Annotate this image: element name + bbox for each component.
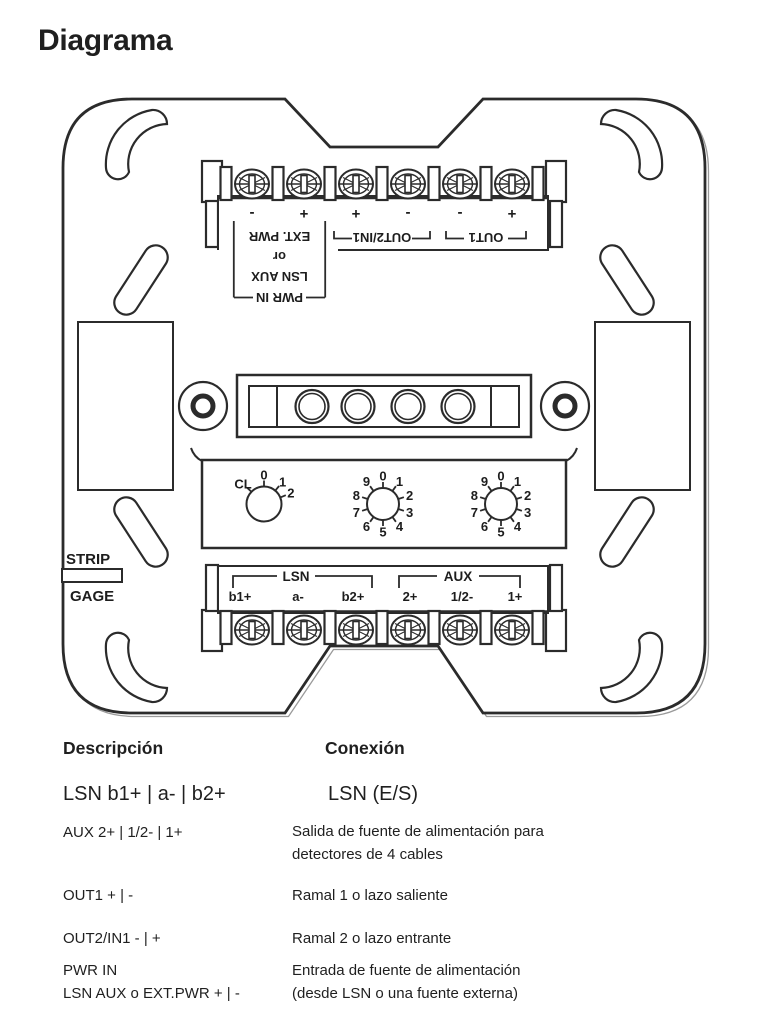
terminal-dividers-bottom [219,609,545,646]
svg-text:1: 1 [514,474,521,489]
out2-sign-plus: + [351,205,360,222]
ones-ticks [479,482,523,526]
terminal-label-2plus: 2+ [403,589,418,604]
table-row-conn: Salida de fuente de alimentación para de… [292,823,544,863]
svg-text:8: 8 [471,488,478,503]
table-row-desc: OUT2/IN1 - | + [63,930,161,947]
svg-text:7: 7 [471,505,478,520]
out2-in1-label: OUT2/IN1 [353,230,412,245]
led-window [235,373,533,439]
out1-sign-plus: + [507,205,516,222]
lsn-label-group: LSN b1+ a- b2+ [229,569,373,604]
led-lens [294,388,476,425]
svg-text:0: 0 [379,469,386,484]
mounting-hole-left [177,380,229,432]
svg-text:7: 7 [353,505,360,520]
column-header-descripcion: Descripción [63,738,164,758]
pwr-in-label-group: PWR IN LSN AUX or EXT. PWR + - [232,205,327,305]
svg-text:3: 3 [524,505,531,520]
column-header-conexion: Conexión [325,738,405,758]
svg-text:5: 5 [379,525,386,540]
svg-text:1: 1 [279,474,286,489]
terminal-label-b1: b1+ [229,589,252,604]
terminal-screws-bottom [234,614,530,646]
svg-text:2: 2 [406,488,413,503]
side-plate-left [77,321,174,491]
corner-slot-kidney [104,108,169,181]
strip-label: STRIP [66,551,110,568]
rotary-panel-curl-right [565,447,578,462]
out2-in1-label-group: OUT2/IN1 - + [333,205,431,245]
svg-text:5: 5 [497,525,504,540]
svg-text:1: 1 [396,474,403,489]
out2-sign-minus: - [406,205,411,222]
or-label: or [273,249,286,264]
terminal-screws-top [234,168,530,200]
svg-text:8: 8 [353,488,360,503]
bottom-terminal-block: LSN b1+ a- b2+ AUX 2+ 1/2- 1+ [217,565,549,646]
pwr-sign-plus: + [299,205,308,222]
svg-text:6: 6 [363,519,370,534]
side-plate-right [594,321,691,491]
corner-slots [104,108,169,316]
aux-label: AUX [444,569,473,584]
svg-text:9: 9 [363,474,370,489]
gage-label: GAGE [70,588,114,605]
terminal-label-a: a- [292,589,304,604]
table-row-desc: AUX 2+ | 1/2- | 1+ [63,824,183,841]
table-row-desc: OUT1 + | - [63,887,134,904]
svg-text:CL: CL [234,476,251,491]
table-row-conn: Ramal 2 o lazo entrante [292,930,452,947]
rotary-panel-curl-left [190,447,203,462]
table-row-desc: LSN b1+ | a- | b2+ [63,783,226,805]
pwr-in-label: PWR IN [256,290,303,305]
aux-label-group: AUX 2+ 1/2- 1+ [398,569,523,604]
svg-text:3: 3 [406,505,413,520]
svg-text:4: 4 [396,519,404,534]
page-title: Diagrama [38,24,173,57]
lsn-label: LSN [283,569,310,584]
corner-slot-pill [113,244,169,316]
wire-strip-gauge: STRIP GAGE [61,551,123,605]
table-row-conn: Ramal 1 o lazo saliente [292,887,448,904]
tens-ticks [361,482,405,526]
cl-ticks [246,480,287,499]
svg-text:0: 0 [260,468,267,483]
gauge-slot [61,568,123,583]
svg-text:2: 2 [287,486,294,501]
ext-pwr-label: EXT. PWR [248,229,310,244]
terminal-label-1plus: 1+ [508,589,523,604]
svg-text:4: 4 [514,519,522,534]
svg-text:2: 2 [524,488,531,503]
table-row-conn: Entrada de fuente de alimentación (desde… [292,962,521,1002]
terminal-label-b2: b2+ [342,589,365,604]
out1-sign-minus: - [458,205,463,222]
table-row-conn: LSN (E/S) [328,783,419,805]
svg-text:9: 9 [481,474,488,489]
lsn-aux-label: LSN AUX [251,269,308,284]
terminal-label-12minus: 1/2- [451,589,473,604]
table-row-desc: PWR IN LSN AUX o EXT.PWR + | - [63,962,240,1002]
svg-text:0: 0 [497,469,504,484]
mounting-hole-right [539,380,591,432]
pwr-sign-minus: - [250,205,255,222]
terminal-dividers-top [219,165,545,202]
svg-text:6: 6 [481,519,488,534]
top-terminal-block: PWR IN LSN AUX or EXT. PWR + - OUT2/IN1 … [217,165,549,305]
out1-label-group: OUT1 + - [445,205,527,245]
out1-label: OUT1 [469,230,504,245]
